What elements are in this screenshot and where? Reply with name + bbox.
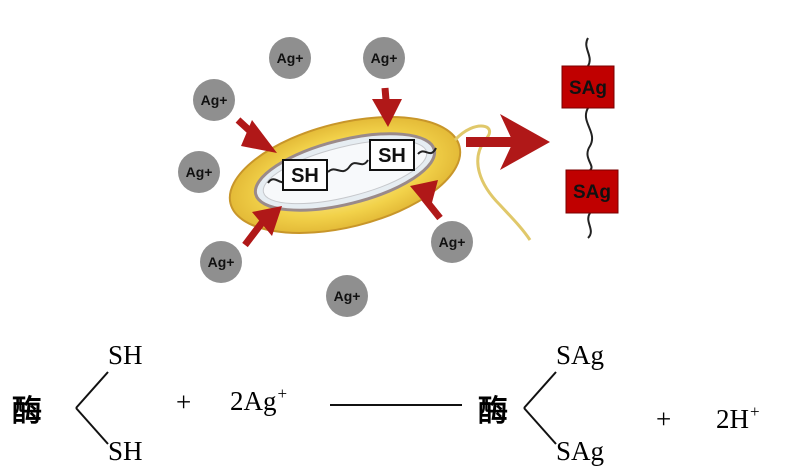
arrow-lower-left — [242, 206, 282, 248]
svg-text:Ag+: Ag+ — [201, 92, 228, 108]
thiol-group-1: SH — [282, 159, 328, 191]
bond-lines-left — [75, 371, 109, 445]
arrow-top — [372, 87, 402, 127]
svg-text:Ag+: Ag+ — [186, 164, 213, 180]
thiol-label-2: SH — [378, 145, 406, 167]
arrow-to-product — [466, 114, 550, 170]
plus-1: + — [176, 387, 192, 417]
attack-arrows — [235, 87, 550, 248]
silver-ion-5: Ag+ — [200, 241, 242, 283]
product-top: SAg — [556, 340, 605, 370]
svg-text:Ag+: Ag+ — [208, 254, 235, 270]
silver-ion-1: Ag+ — [269, 37, 311, 79]
thiol-label-1: SH — [291, 165, 319, 187]
silver-ion-term: 2Ag+ — [230, 384, 288, 416]
product-bottom: SAg — [556, 436, 605, 466]
reactant-bottom: SH — [108, 436, 143, 466]
reactant-top: SH — [108, 340, 143, 370]
arrow-upper-left — [235, 117, 277, 153]
bacteria-silver-diagram: SH SH Ag+ Ag+ — [178, 37, 619, 317]
product-chain: SAg SAg — [561, 37, 619, 239]
thiol-group-2: SH — [369, 139, 415, 171]
silver-ion-4: Ag+ — [178, 151, 220, 193]
enzyme-right: 酶 — [478, 394, 508, 429]
silver-ion-3: Ag+ — [193, 79, 235, 121]
bond-lines-right — [523, 371, 557, 445]
svg-text:Ag+: Ag+ — [439, 234, 466, 250]
enzyme-left: 酶 — [12, 394, 42, 429]
product-label-1: SAg — [569, 78, 607, 99]
arrow-right — [410, 180, 443, 221]
silver-ion-6: Ag+ — [326, 275, 368, 317]
product-box-2: SAg — [565, 169, 619, 214]
silver-ion-7: Ag+ — [431, 221, 473, 263]
proton-term: 2H+ — [716, 402, 760, 434]
svg-text:Ag+: Ag+ — [371, 50, 398, 66]
plus-2: + — [656, 404, 672, 434]
product-label-2: SAg — [573, 182, 611, 203]
svg-text:Ag+: Ag+ — [277, 50, 304, 66]
reaction-line — [330, 404, 462, 406]
svg-text:Ag+: Ag+ — [334, 288, 361, 304]
flagellum — [453, 124, 532, 241]
silver-ion-2: Ag+ — [363, 37, 405, 79]
product-box-1: SAg — [561, 65, 615, 109]
